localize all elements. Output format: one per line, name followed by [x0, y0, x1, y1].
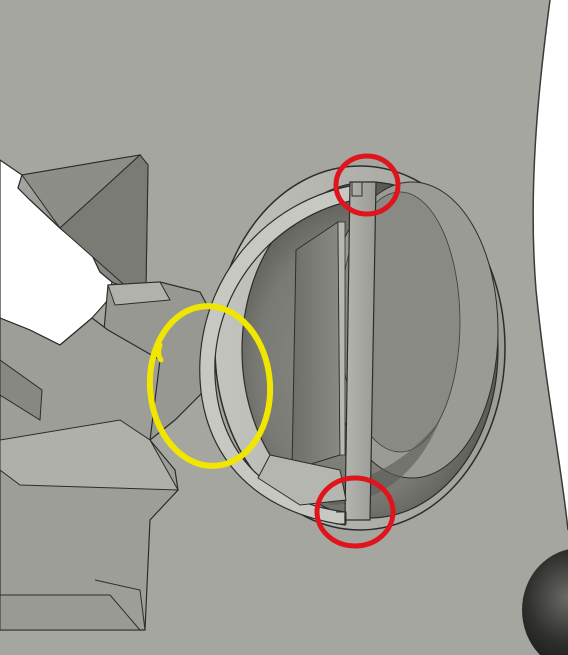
bore-slot-face	[337, 221, 346, 456]
red-marker-circle-bottom	[314, 475, 396, 549]
yellow-highlight-circle	[146, 303, 274, 469]
retaining-ring	[199, 184, 356, 526]
knob	[522, 549, 568, 655]
yellow-highlight-tick	[156, 342, 164, 363]
bracket-top	[107, 281, 171, 306]
center-bar-bottom-notch	[336, 511, 347, 525]
plate-right-edge	[532, 0, 568, 531]
center-bar-top-notch	[351, 182, 363, 197]
lower-beam-slot	[0, 359, 43, 421]
lower-beam-step	[94, 579, 146, 631]
red-marker-circle-top	[333, 153, 401, 217]
lower-beam-foot	[0, 594, 142, 631]
center-bar	[344, 181, 377, 521]
bore-slot	[291, 221, 341, 471]
lower-beam-ledge	[0, 419, 179, 491]
